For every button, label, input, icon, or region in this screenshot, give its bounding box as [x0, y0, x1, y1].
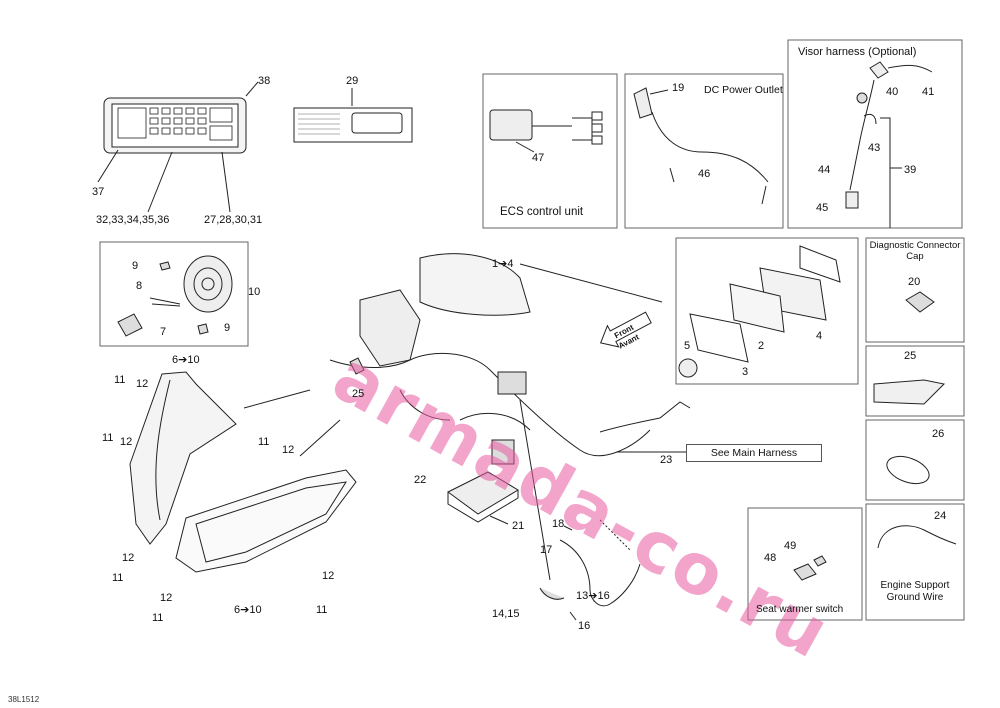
diag-cap-drawing [905, 291, 935, 313]
callout-6-10-top: 6➔10 [172, 354, 200, 366]
ground-title: Engine Support Ground Wire [880, 580, 950, 603]
callout-11-e: 11 [152, 612, 164, 624]
diag-title: Diagnostic Connector Cap [869, 240, 961, 262]
seat-title: Seat warmer switch [756, 604, 844, 615]
see-main-harness: See Main Harness [686, 444, 822, 462]
callout-39: 39 [904, 164, 917, 176]
callout-19: 19 [672, 82, 685, 94]
visor-drawing [845, 61, 933, 228]
callout-12-b: 12 [120, 436, 133, 448]
ground-wire-drawing [877, 525, 957, 549]
fuse-box-drawing [97, 81, 259, 213]
callout-41: 41 [922, 86, 935, 98]
callout-24: 24 [934, 510, 947, 522]
callout-49: 49 [784, 540, 797, 552]
callout-47: 47 [532, 152, 545, 164]
callout-12-f: 12 [322, 570, 335, 582]
callout-8: 8 [136, 280, 143, 292]
ecs-drawing [489, 109, 603, 153]
callout-14-15: 14,15 [492, 608, 520, 620]
callout-11-a: 11 [114, 374, 126, 386]
callout-29: 29 [346, 75, 359, 87]
callout-6-10-bottom: 6➔10 [234, 604, 262, 616]
callout-4: 4 [816, 330, 823, 342]
callout-17: 17 [540, 544, 553, 556]
callout-48: 48 [764, 552, 777, 564]
callout-27-31: 27,28,30,31 [204, 214, 263, 226]
callout-16: 16 [578, 620, 591, 632]
ecs-title: ECS control unit [500, 206, 584, 218]
tube-drawing [873, 379, 946, 405]
callout-11-c: 11 [258, 436, 270, 448]
callout-26: 26 [932, 428, 945, 440]
callout-2: 2 [758, 340, 765, 352]
visor-title: Visor harness (Optional) [798, 46, 917, 58]
diagram-code: 38L1512 [8, 695, 40, 704]
headlight-housing-drawing [129, 371, 357, 573]
callout-25-tube: 25 [904, 350, 917, 362]
callout-9-bottom: 9 [224, 322, 231, 334]
callout-22: 22 [414, 474, 427, 486]
callout-37: 37 [92, 186, 105, 198]
regulator-drawing [447, 471, 519, 525]
callout-12-e: 12 [160, 592, 173, 604]
dc-outlet-drawing [633, 87, 769, 205]
callout-44: 44 [818, 164, 831, 176]
callout-11-f: 11 [316, 604, 328, 616]
callout-11-b: 11 [102, 432, 114, 444]
callout-3: 3 [742, 366, 749, 378]
callout-43: 43 [868, 142, 881, 154]
callout-11-d: 11 [112, 572, 124, 584]
callout-13-16: 13➔16 [576, 590, 610, 602]
headlamp-bulb-drawing [117, 255, 233, 337]
gauge-drawing [519, 245, 841, 378]
callout-21: 21 [512, 520, 525, 532]
callout-46: 46 [698, 168, 711, 180]
callout-7: 7 [160, 326, 167, 338]
main-harness-drawing [329, 253, 691, 581]
strap-drawing [886, 455, 930, 485]
callout-25: 25 [352, 388, 365, 400]
callout-18: 18 [552, 518, 565, 530]
callout-38: 38 [258, 75, 271, 87]
label-sheet-drawing [293, 88, 413, 143]
callout-1-4: 1➔4 [492, 258, 514, 270]
callout-12-c: 12 [282, 444, 295, 456]
callout-12-d: 12 [122, 552, 135, 564]
callout-45: 45 [816, 202, 829, 214]
tether-cord-drawing [539, 519, 641, 621]
callout-23: 23 [660, 454, 673, 466]
callout-9-top: 9 [132, 260, 139, 272]
seat-switch-drawing [793, 555, 827, 581]
front-arrow-drawing [600, 311, 652, 348]
dc-title: DC Power Outlet [704, 84, 783, 96]
callout-20: 20 [908, 276, 921, 288]
callout-32-36: 32,33,34,35,36 [96, 214, 170, 226]
callout-12-a: 12 [136, 378, 149, 390]
callout-5: 5 [684, 340, 691, 352]
callout-10: 10 [248, 286, 261, 298]
callout-40: 40 [886, 86, 899, 98]
